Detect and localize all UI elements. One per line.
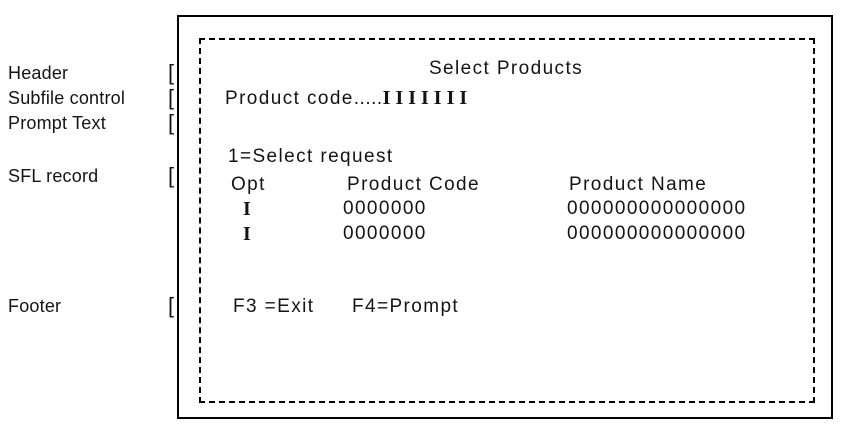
annotation-row-subfile-control: Subfile control [ — [8, 85, 188, 112]
col-header-opt: Opt — [231, 174, 266, 195]
leader-dots: ..... — [353, 88, 383, 109]
bracket-icon: [ — [168, 163, 175, 188]
bracket-icon: [ — [168, 85, 175, 110]
product-code-label: Product code — [225, 88, 354, 109]
annotation-label-header: Header — [8, 63, 69, 83]
annotation-row-header: Header [ — [8, 60, 188, 87]
annotation-label-subfile-control: Subfile control — [8, 88, 126, 108]
fkey-f3-exit: F3 =Exit — [233, 296, 315, 317]
annotation-row-prompt-text: Prompt Text [ — [8, 110, 188, 137]
col-header-product-name: Product Name — [569, 174, 708, 195]
annotation-label-footer: Footer — [8, 296, 62, 316]
bracket-icon: [ — [168, 60, 175, 85]
annotation-label-prompt-text: Prompt Text — [8, 113, 106, 133]
col-header-product-code: Product Code — [347, 174, 480, 195]
bracket-icon: [ — [168, 110, 175, 135]
annotation-row-sfl-record: SFL record [ — [8, 163, 188, 190]
annotation-row-footer: Footer [ — [8, 293, 188, 320]
dashed-screen-border — [199, 38, 815, 403]
opt-input-mask[interactable]: I — [243, 198, 256, 220]
annotation-label-sfl-record: SFL record — [8, 166, 99, 186]
product-code-prompt-line: Product code.....IIIIIII — [225, 87, 472, 110]
product-code-value: 0000000 — [343, 223, 427, 244]
product-code-value: 0000000 — [343, 198, 427, 219]
product-code-input-mask[interactable]: IIIIIII — [382, 87, 473, 109]
product-name-value: 000000000000000 — [567, 198, 747, 219]
fkey-f4-prompt: F4=Prompt — [352, 296, 460, 317]
opt-input-mask[interactable]: I — [243, 223, 256, 245]
product-name-value: 000000000000000 — [567, 223, 747, 244]
display-frame — [177, 15, 833, 419]
instruction-text: 1=Select request — [228, 146, 394, 167]
screen-title: Select Products — [428, 58, 584, 79]
bracket-icon: [ — [168, 293, 175, 318]
